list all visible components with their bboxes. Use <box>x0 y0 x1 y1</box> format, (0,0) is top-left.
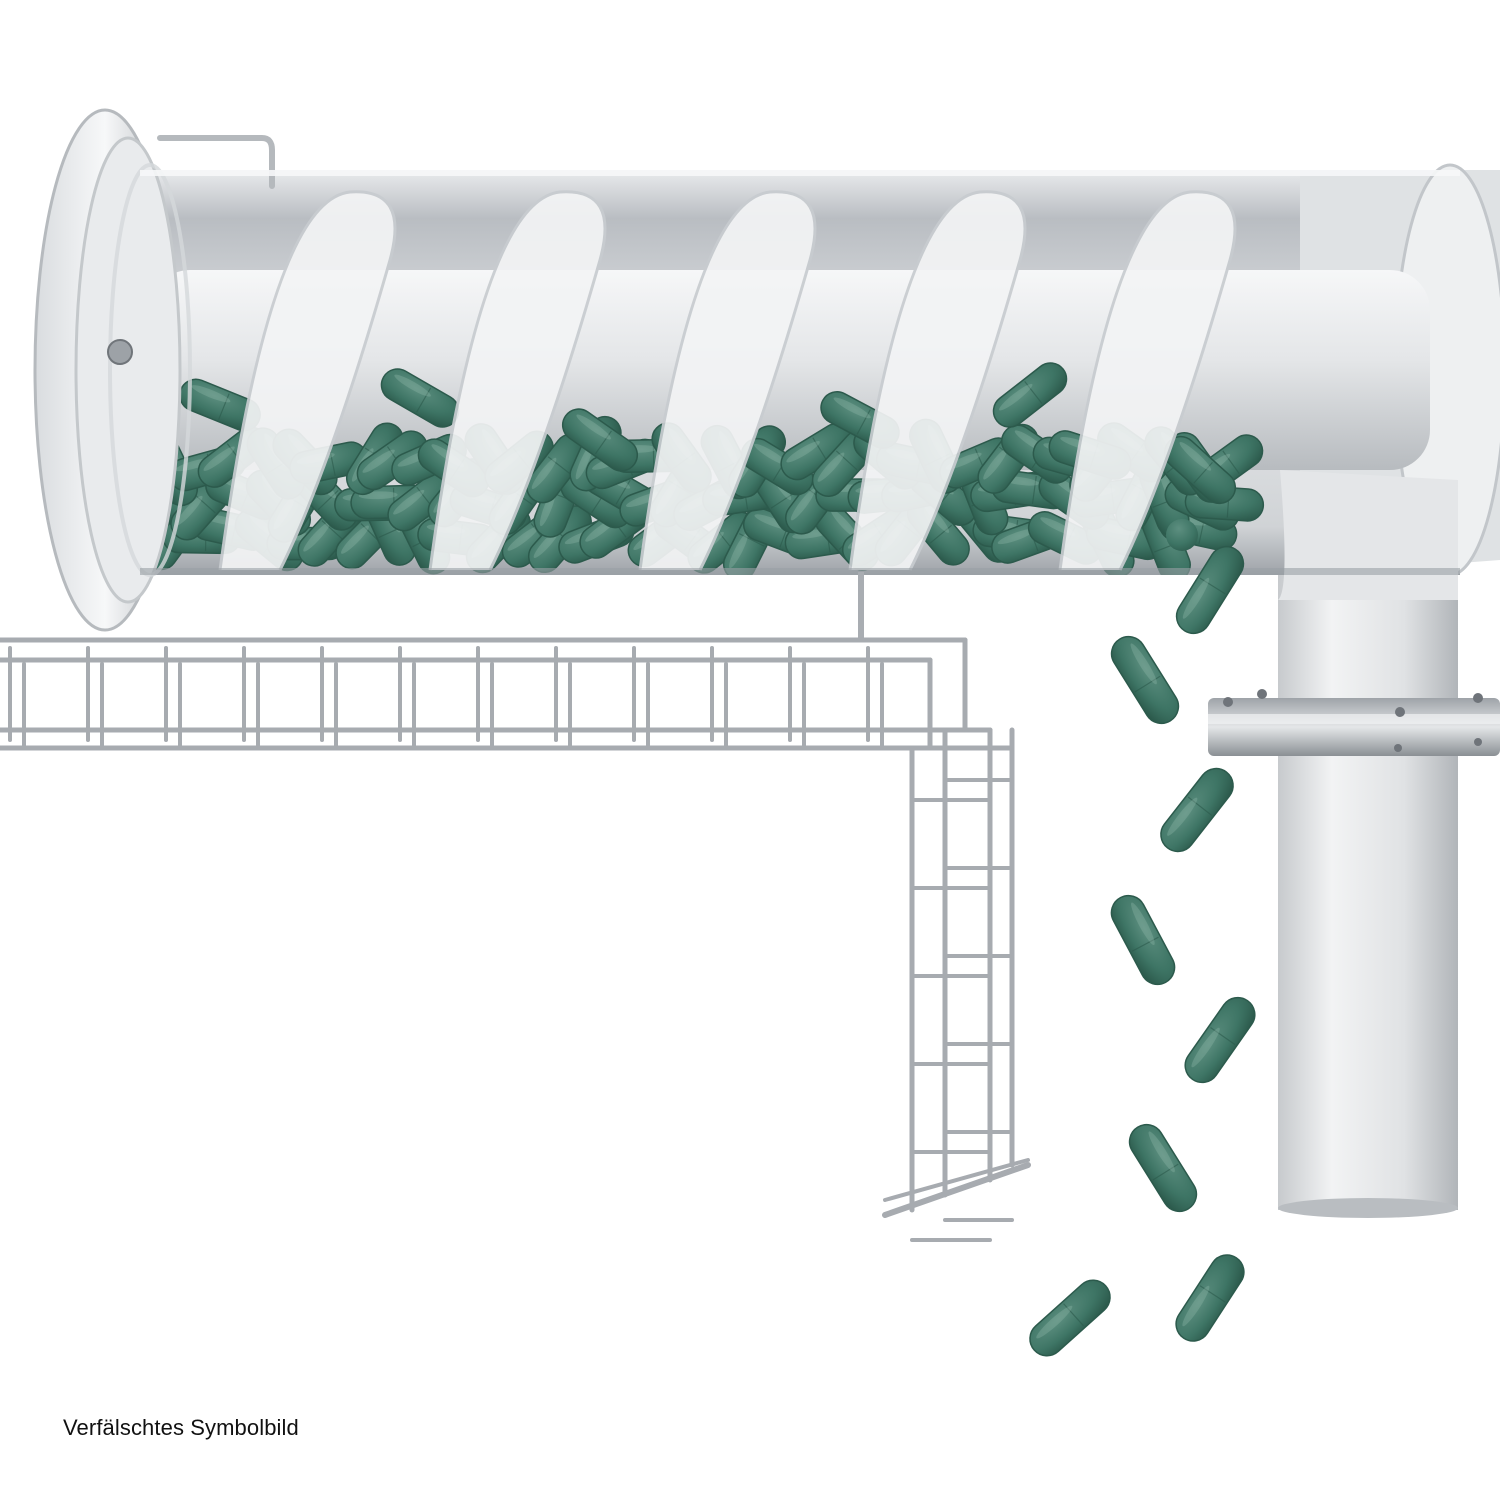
capsule <box>1110 894 1176 986</box>
bolt-icon <box>107 339 133 365</box>
capsule <box>1184 996 1256 1084</box>
screw-flight <box>1058 190 1237 571</box>
screw-flight <box>218 190 397 571</box>
capsule <box>992 362 1068 428</box>
support-post <box>858 572 864 642</box>
capsule <box>1110 635 1180 725</box>
capsule <box>1128 1123 1198 1213</box>
pipe-flange <box>1208 698 1500 756</box>
handle-rod <box>157 135 275 189</box>
capsule <box>356 430 428 491</box>
falling-capsules <box>1029 519 1256 1357</box>
capsule <box>1166 519 1198 551</box>
capsule <box>1160 767 1234 853</box>
capsule <box>1175 545 1245 635</box>
screw-flight <box>428 190 607 571</box>
screw-flights <box>218 190 1237 571</box>
capsule <box>525 433 588 504</box>
screw-flight <box>848 190 1027 571</box>
capsule <box>1175 1254 1245 1342</box>
screw-flight <box>638 190 817 571</box>
end-flange <box>33 108 275 632</box>
capsule <box>1029 1279 1111 1357</box>
capsule <box>561 408 639 472</box>
scaffold-frame <box>0 637 1031 1242</box>
image-caption: Verfälschtes Symbolbild <box>63 1415 299 1440</box>
